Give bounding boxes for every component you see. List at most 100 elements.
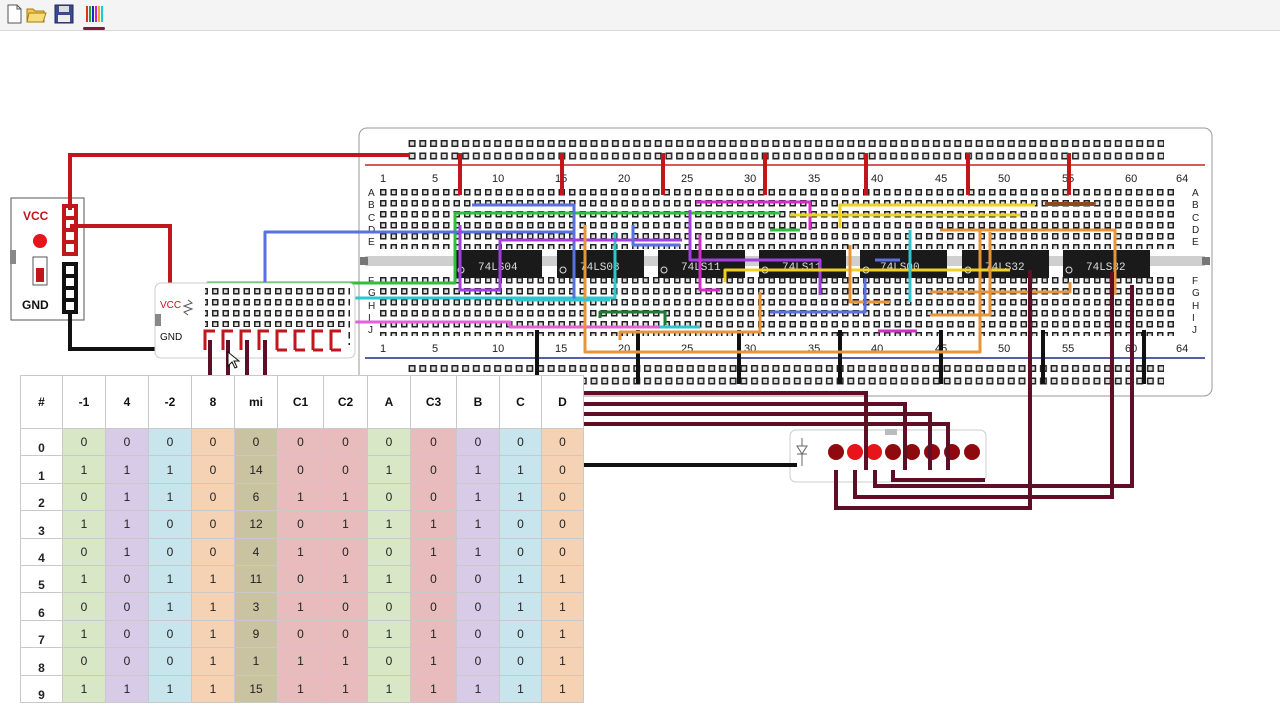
table-cell: 1 <box>148 592 192 621</box>
column-header: 8 <box>191 375 235 429</box>
table-cell: 1 <box>367 674 411 703</box>
gnd-label: GND <box>22 298 49 312</box>
table-cell: 0 <box>367 647 411 676</box>
row-number: 5 <box>20 564 63 594</box>
column-header: C1 <box>277 375 324 429</box>
table-cell: 1 <box>62 619 106 649</box>
table-cell: 0 <box>277 564 324 594</box>
table-cell: 0 <box>148 619 192 649</box>
table-cell: 0 <box>323 537 368 566</box>
table-cell: 1 <box>367 510 411 539</box>
row-letter: E <box>368 237 375 248</box>
row-letter: D <box>1192 225 1199 236</box>
column-header: C <box>499 375 542 429</box>
chip-label: 74LS04 <box>478 262 518 274</box>
dip-switch-bank[interactable] <box>200 327 348 354</box>
column-number: 1 <box>380 343 386 355</box>
save-icon[interactable] <box>53 3 75 25</box>
table-cell: 1 <box>410 647 457 676</box>
row-letter: I <box>1192 313 1195 324</box>
table-cell: 1 <box>62 564 106 594</box>
table-cell: 1 <box>62 510 106 539</box>
table-cell: 0 <box>234 427 278 457</box>
top-power-rail[interactable] <box>407 136 1164 160</box>
table-cell: 0 <box>148 647 192 676</box>
column-header: -2 <box>148 375 192 429</box>
chip-label: 74LS00 <box>880 262 920 274</box>
table-cell: 1 <box>456 537 500 566</box>
ic-chip[interactable]: 74LS32 <box>962 250 1049 278</box>
table-cell: 0 <box>191 510 235 539</box>
column-header: C2 <box>323 375 368 429</box>
column-header: C3 <box>410 375 457 429</box>
table-cell: 3 <box>234 592 278 621</box>
table-cell: 0 <box>277 619 324 649</box>
column-number: 1 <box>380 173 386 185</box>
table-cell: 1 <box>499 592 542 621</box>
table-cell: 0 <box>410 455 457 484</box>
ic-chip[interactable]: 74LS08 <box>557 250 644 278</box>
table-cell: 0 <box>541 482 584 512</box>
table-cell: 1 <box>105 455 149 484</box>
table-cell: 1 <box>191 674 235 703</box>
open-folder-icon[interactable] <box>25 3 47 25</box>
column-header: mi <box>234 375 278 429</box>
row-letter: A <box>368 188 375 199</box>
table-cell: 1 <box>62 455 106 484</box>
bottom-terminal-strip[interactable] <box>378 274 1176 336</box>
table-cell: 0 <box>62 482 106 512</box>
switch-module: VCC GND <box>154 282 356 378</box>
led-indicator <box>885 444 901 460</box>
led-indicator <box>847 444 863 460</box>
new-file-icon[interactable] <box>3 3 25 25</box>
top-terminal-strip[interactable] <box>378 187 1176 249</box>
table-cell: 1 <box>277 674 324 703</box>
ic-chip[interactable]: 74LS32 <box>1063 250 1150 278</box>
table-cell: 0 <box>191 427 235 457</box>
table-cell: 0 <box>277 427 324 457</box>
ic-chip[interactable]: 74LS00 <box>860 250 947 278</box>
table-cell: 1 <box>499 564 542 594</box>
output-wires <box>580 270 1134 510</box>
table-cell: 1 <box>277 592 324 621</box>
supply-wires <box>68 153 410 351</box>
led-indicator <box>866 444 882 460</box>
table-cell: 0 <box>367 592 411 621</box>
column-number: 5 <box>432 343 438 355</box>
table-cell: 1 <box>541 674 584 703</box>
table-cell: 0 <box>410 482 457 512</box>
table-cell: 0 <box>541 510 584 539</box>
toolbar <box>0 0 1280 31</box>
row-number: 4 <box>20 537 63 566</box>
table-cell: 1 <box>367 455 411 484</box>
table-cell: 1 <box>148 564 192 594</box>
table-cell: 11 <box>234 564 278 594</box>
table-cell: 0 <box>456 647 500 676</box>
table-cell: 1 <box>62 674 106 703</box>
row-letter: G <box>368 288 376 299</box>
row-letter: H <box>368 301 375 312</box>
column-header: -1 <box>62 375 106 429</box>
row-number: 3 <box>20 510 63 539</box>
column-number: 50 <box>998 343 1010 355</box>
led-output-module <box>789 429 987 483</box>
led-indicator <box>964 444 980 460</box>
table-cell: 1 <box>410 510 457 539</box>
active-tool-indicator <box>83 27 105 30</box>
power-supply: VCC GND <box>10 197 85 321</box>
row-letter: J <box>1192 325 1197 336</box>
row-number: 1 <box>20 455 63 484</box>
table-cell: 0 <box>323 455 368 484</box>
row-letter: J <box>368 325 373 336</box>
table-cell: 0 <box>541 455 584 484</box>
wire-colors-icon[interactable] <box>83 3 105 25</box>
ic-chip[interactable]: 74LS11 <box>759 250 846 278</box>
